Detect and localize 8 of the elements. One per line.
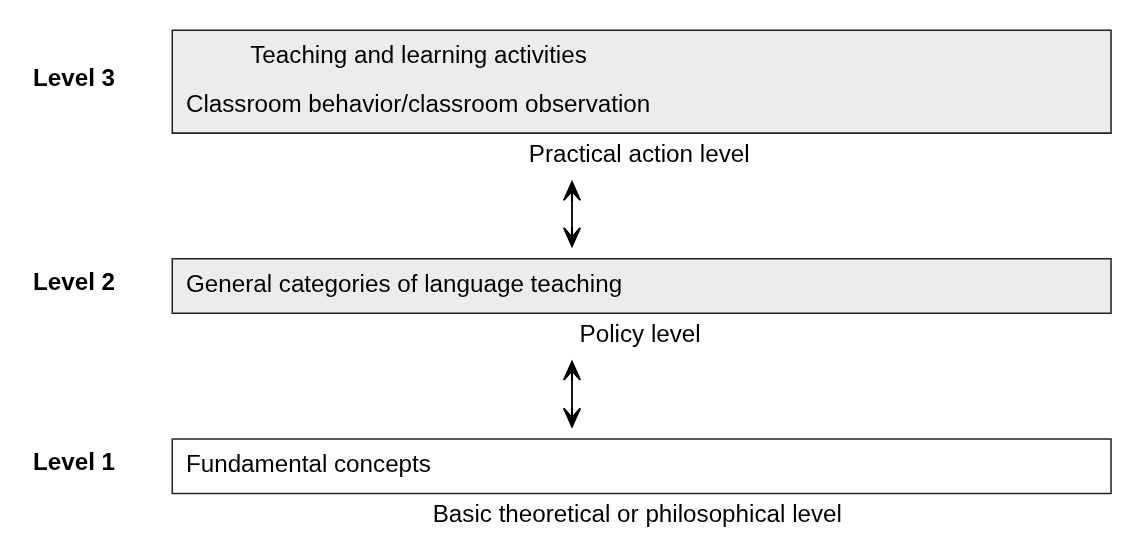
node-label: Practical action level [528, 139, 750, 167]
node-label: Level 3 [32, 63, 116, 91]
node-label: Basic theoretical or philosophical level [432, 499, 842, 527]
arrow [562, 360, 582, 428]
node-label: Policy level [579, 319, 701, 347]
arrow [562, 181, 582, 247]
node-label: Level 1 [32, 448, 116, 476]
node-label: Level 2 [32, 268, 116, 296]
